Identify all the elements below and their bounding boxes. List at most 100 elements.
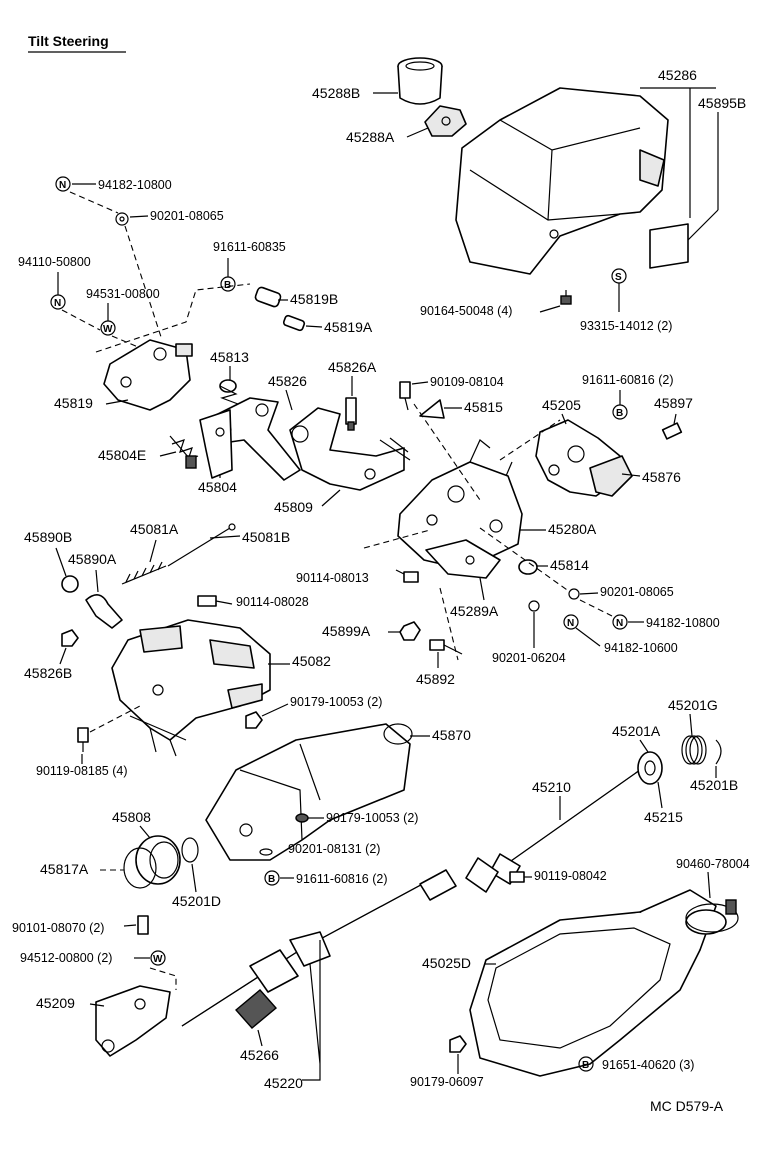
- pin-90201-08131: [259, 848, 273, 856]
- nut-90179-06097: [449, 1035, 467, 1053]
- label-45819A: 45819A: [324, 319, 373, 335]
- part-45209-joint: [95, 985, 171, 1057]
- label-45804: 45804: [198, 479, 237, 495]
- bolt-90109-08104: [399, 381, 411, 411]
- bolt-90101-08070: [137, 915, 149, 935]
- part-45808-bearing: [135, 835, 181, 885]
- label-90164-50048: 90164-50048 (4): [420, 304, 512, 318]
- label-45817A: 45817A: [40, 861, 89, 877]
- label-91611-60816-a: 91611-60816 (2): [582, 373, 674, 387]
- bolt-90119-08042: [509, 871, 525, 883]
- label-45286: 45286: [658, 67, 697, 83]
- washer-90201-06204: [528, 600, 540, 612]
- part-45288B-ring: [397, 57, 443, 105]
- label-45819: 45819: [54, 395, 93, 411]
- label-90109-08104: 90109-08104: [430, 375, 504, 389]
- svg-text:N: N: [616, 618, 623, 629]
- part-45819B-sleeve: [254, 286, 282, 308]
- bolt-90119-08185: [77, 727, 89, 752]
- badge-n-94182-a: [55, 176, 71, 192]
- part-45826B-screw: [61, 629, 79, 647]
- svg-text:B: B: [582, 1060, 589, 1071]
- part-45804-lever: [199, 409, 233, 479]
- part-45081B-rod: [167, 523, 236, 567]
- label-90114-08013: 90114-08013: [296, 571, 369, 585]
- part-45081A-spring: [121, 561, 167, 585]
- part-45201D-snapring: [181, 837, 199, 863]
- label-45819B: 45819B: [290, 291, 338, 307]
- label-45899A: 45899A: [322, 623, 371, 639]
- label-45288B: 45288B: [312, 85, 360, 101]
- badge-b-91651-40620: [578, 1056, 594, 1072]
- svg-text:W: W: [103, 324, 113, 335]
- bolt-90114-08013: [395, 569, 419, 583]
- label-45870: 45870: [432, 727, 471, 743]
- svg-text:B: B: [268, 874, 275, 885]
- badge-n-94182-b: [612, 614, 628, 630]
- label-94110-50800: 94110-50800: [18, 255, 91, 269]
- part-45289A-lever: [425, 539, 501, 579]
- label-45201G: 45201G: [668, 697, 718, 713]
- label-90201-08065-b: 90201-08065: [600, 585, 674, 599]
- part-45201A-bearing: [637, 751, 663, 785]
- label-90201-06204: 90201-06204: [492, 651, 566, 665]
- label-45809: 45809: [274, 499, 313, 515]
- part-45815-clip: [419, 399, 445, 419]
- label-45826B: 45826B: [24, 665, 72, 681]
- part-45220-intermediate-shaft: [181, 869, 457, 1027]
- part-45819A-pin: [282, 314, 306, 332]
- part-45890B-cap: [61, 575, 79, 593]
- part-45082-tilt-bracket: [111, 619, 271, 757]
- label-45813: 45813: [210, 349, 249, 365]
- part-45809-plate: [289, 407, 411, 491]
- part-45890A-knob: [85, 594, 123, 629]
- label-94182-10800-a: 94182-10800: [98, 178, 172, 192]
- label-90179-10053-a: 90179-10053 (2): [290, 695, 382, 709]
- part-45899A-nut: [399, 621, 421, 641]
- label-94182-10600: 94182-10600: [604, 641, 678, 655]
- part-45286-column-cover: [455, 87, 669, 275]
- svg-text:N: N: [54, 298, 61, 309]
- nut-90179-10053-b: [295, 813, 309, 823]
- diagram-title: Tilt Steering: [28, 33, 109, 49]
- label-45081A: 45081A: [130, 521, 179, 537]
- label-45205: 45205: [542, 397, 581, 413]
- part-45201B-snapring: [715, 739, 722, 765]
- label-91611-60835: 91611-60835: [213, 240, 286, 254]
- part-45870-column-tube: [205, 723, 413, 861]
- label-45808: 45808: [112, 809, 151, 825]
- part-45280A-bracket: [397, 439, 523, 567]
- part-45266-sleeve: [234, 989, 278, 1029]
- label-90460-78004: 90460-78004: [676, 857, 750, 871]
- label-45280A: 45280A: [548, 521, 597, 537]
- nut-90179-10053-a: [245, 711, 263, 729]
- label-90114-08028: 90114-08028: [236, 595, 309, 609]
- svg-text:W: W: [153, 954, 163, 965]
- label-94182-10800-b: 94182-10800: [646, 616, 720, 630]
- label-45215: 45215: [644, 809, 683, 825]
- label-90101-08070: 90101-08070 (2): [12, 921, 104, 935]
- label-45815: 45815: [464, 399, 503, 415]
- label-91611-60816-b: 91611-60816 (2): [296, 872, 388, 886]
- label-45876: 45876: [642, 469, 681, 485]
- label-93315-14012: 93315-14012 (2): [580, 319, 672, 333]
- label-45897: 45897: [654, 395, 693, 411]
- label-45266: 45266: [240, 1047, 279, 1063]
- label-45082: 45082: [292, 653, 331, 669]
- label-90119-08042: 90119-08042: [534, 869, 607, 883]
- part-45876-bracket: [589, 455, 633, 497]
- label-45895B: 45895B: [698, 95, 746, 111]
- part-45288A-clip: [424, 105, 467, 137]
- label-45201A: 45201A: [612, 723, 661, 739]
- label-45220: 45220: [264, 1075, 303, 1091]
- part-45025D-boot: [469, 889, 727, 1077]
- part-45817A-ring: [123, 847, 157, 889]
- footer-code: MC D579-A: [650, 1098, 724, 1114]
- part-45813-spring: [219, 379, 239, 405]
- label-94512-00800: 94512-00800 (2): [20, 951, 112, 965]
- part-45895B-pad: [649, 223, 689, 269]
- label-45288A: 45288A: [346, 129, 395, 145]
- part-45814-pin: [518, 559, 538, 575]
